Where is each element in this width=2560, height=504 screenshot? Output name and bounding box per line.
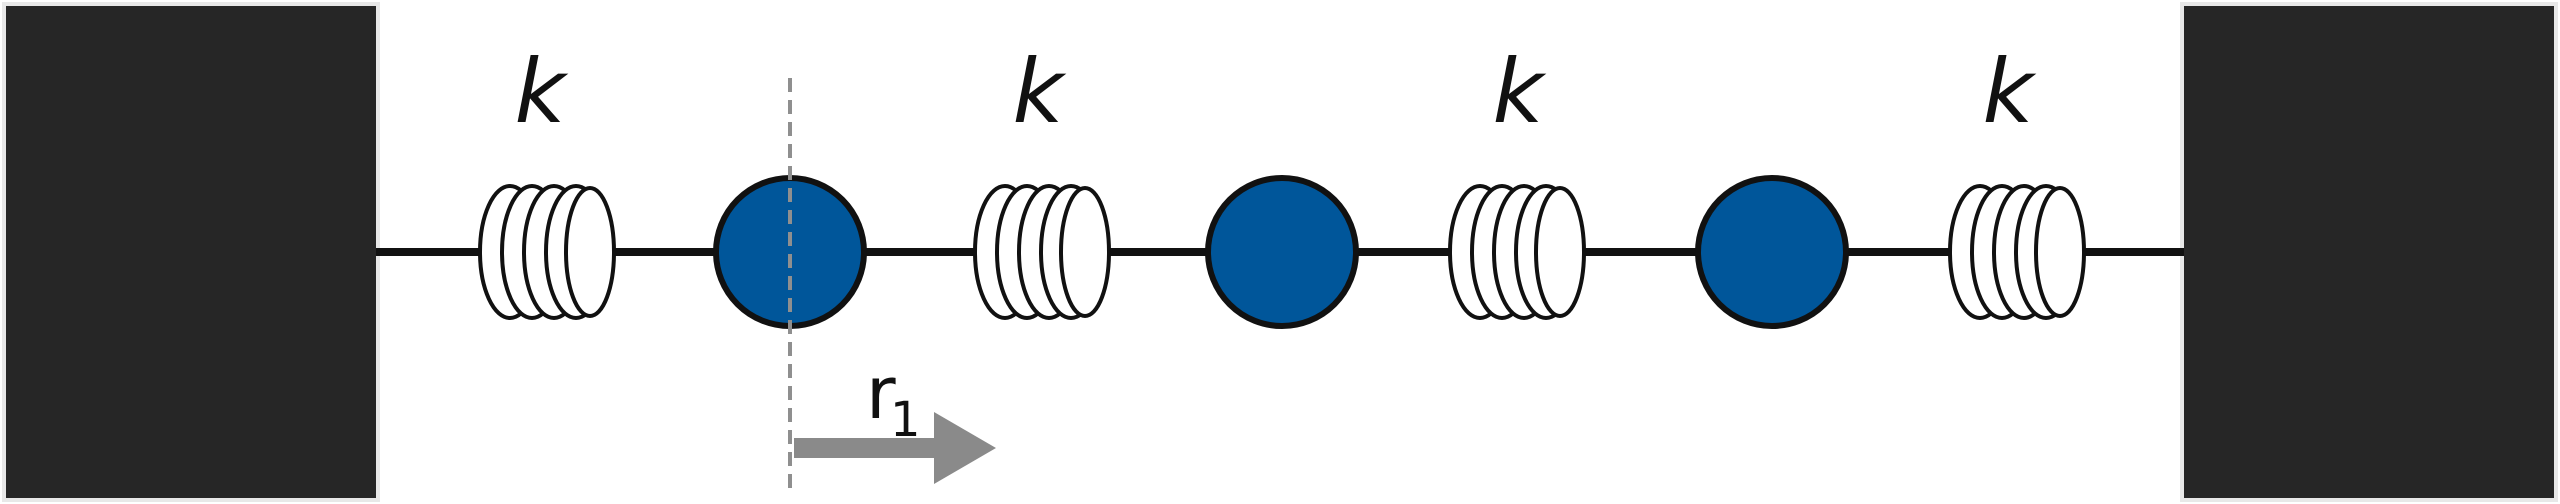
spring-4 (1948, 184, 2086, 320)
spring-label-1: k (515, 40, 569, 143)
displacement-subscript: 1 (890, 392, 921, 448)
spring-3 (1448, 184, 1586, 320)
spring-label-3: k (1493, 40, 1547, 143)
mass-3 (1695, 175, 1849, 329)
displacement-symbol: r (866, 351, 896, 435)
left-wall (2, 2, 380, 502)
right-wall (2180, 2, 2558, 502)
displacement-arrow (794, 412, 996, 484)
mass-2 (1205, 175, 1359, 329)
spring-label-2: k (1013, 40, 1067, 143)
spring-1 (478, 184, 616, 320)
spring-label-4: k (1983, 40, 2037, 143)
spring-2 (973, 184, 1111, 320)
